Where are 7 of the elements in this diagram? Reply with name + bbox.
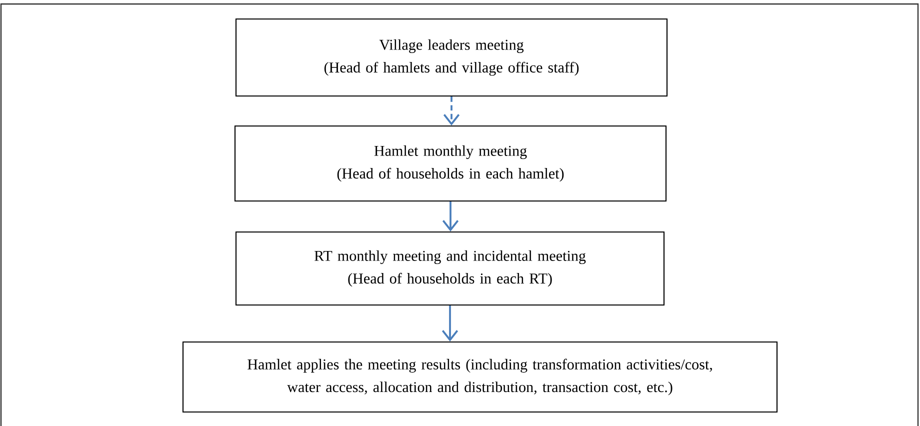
process-box: Village leaders meeting (Head of hamlets and village office staff) <box>235 18 668 97</box>
arrow <box>442 306 458 342</box>
arrow <box>443 96 460 126</box>
process-box: Hamlet applies the meeting results (including transformation activities/cost, water access, allocation and distribution, transaction cost, etc.) <box>182 341 778 413</box>
process-box: Hamlet monthly meeting (Head of households in each hamlet) <box>234 125 667 202</box>
arrow <box>442 202 459 232</box>
process-box: RT monthly meeting and incidental meeting (Head of households in each RT) <box>235 231 665 306</box>
